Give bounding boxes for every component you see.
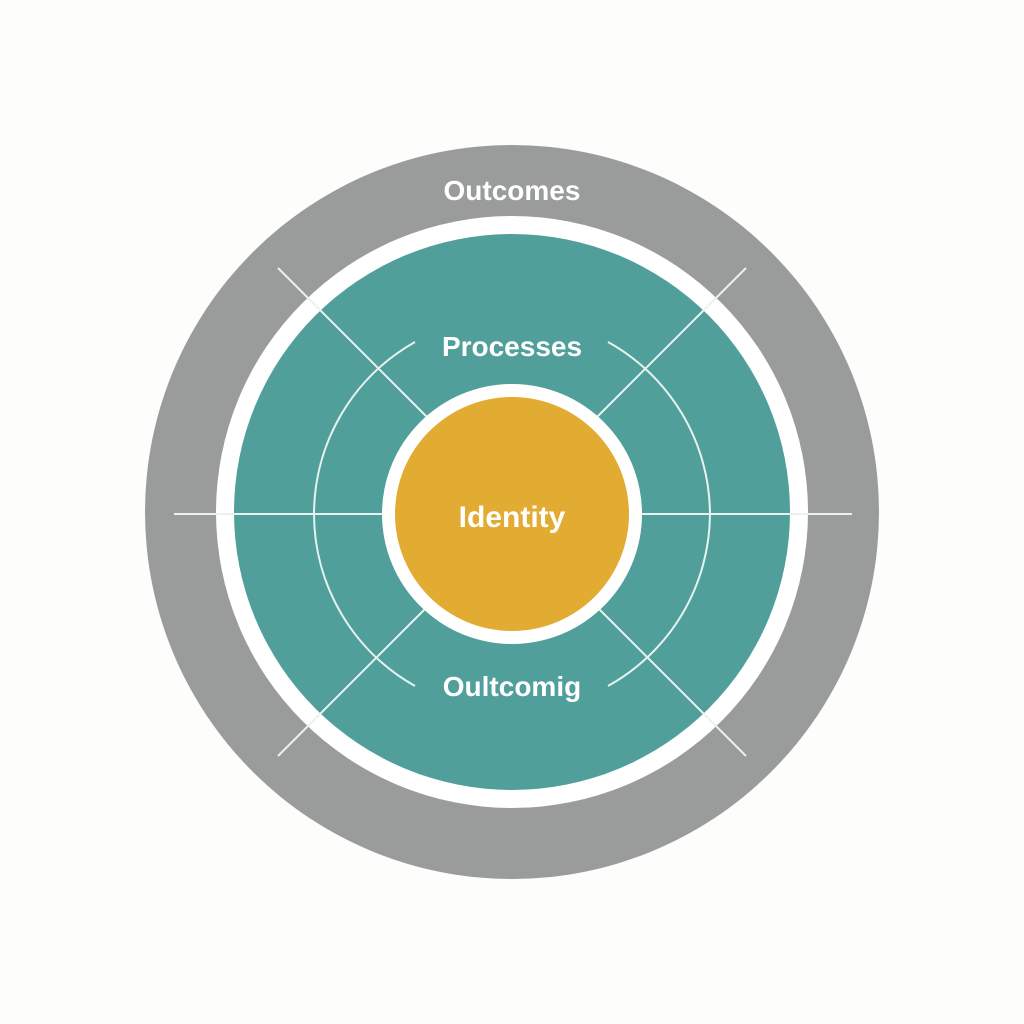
divider-line-bottom-right — [595, 605, 747, 757]
processes-label: Processes — [442, 331, 582, 362]
divider-line-bottom-left — [277, 605, 429, 757]
outcomig-label: Oultcomig — [443, 671, 581, 702]
inner-arcs — [313, 341, 711, 687]
divider-lines — [174, 267, 852, 757]
arc-top-right — [607, 341, 711, 515]
identity-label: Identity — [459, 501, 566, 534]
identity-core — [395, 397, 629, 631]
outcomes-label: Outcomes — [444, 175, 581, 206]
arc-bottom-left — [313, 513, 416, 687]
arc-bottom-right — [607, 513, 711, 687]
arc-top-left — [313, 341, 416, 515]
divider-line-top-left — [277, 267, 429, 419]
divider-line-top-right — [595, 267, 747, 419]
